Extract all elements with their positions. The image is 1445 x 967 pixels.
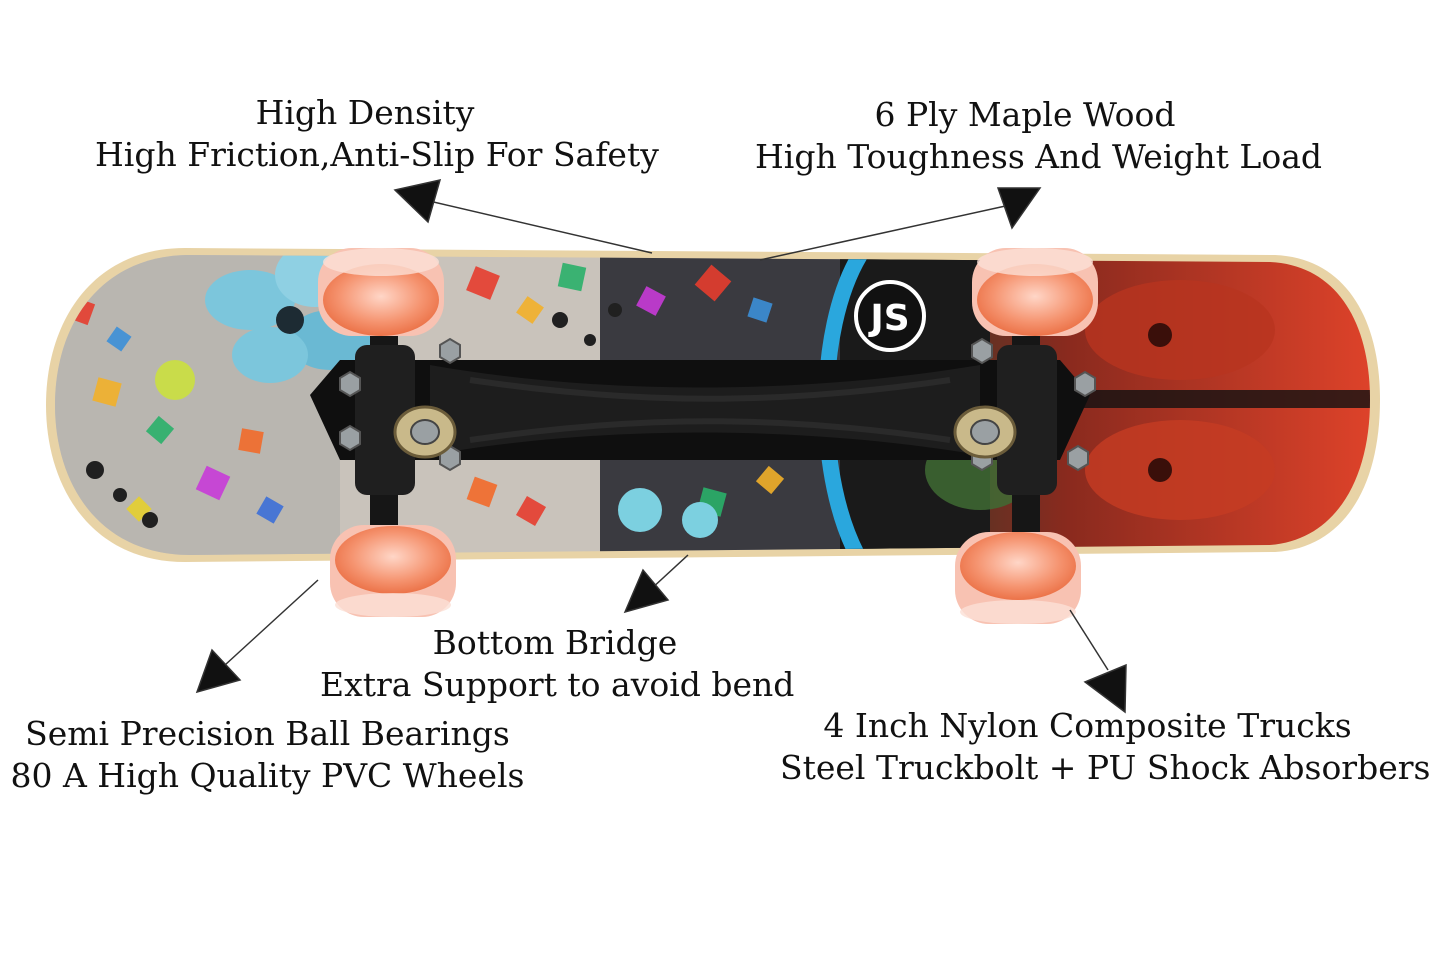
callout-bearings: Semi Precision Ball Bearings 80 A High Q… — [10, 713, 525, 797]
triangle-arrowhead-icon — [623, 568, 670, 614]
callout-density-line2: High Friction,Anti-Slip For Safety — [95, 135, 659, 174]
callout-bridge: Bottom Bridge Extra Support to avoid ben… — [320, 622, 795, 706]
right-truck — [997, 290, 1057, 550]
triangle-arrowhead-icon — [393, 178, 442, 224]
callout-maple-line2: High Toughness And Weight Load — [755, 137, 1323, 176]
callout-density: High Density High Friction,Anti-Slip For… — [95, 92, 659, 176]
triangle-arrowhead-icon — [1083, 663, 1127, 714]
left-truck — [355, 290, 415, 550]
callout-trucks-line1: 4 Inch Nylon Composite Trucks — [823, 706, 1352, 745]
callout-density-line1: High Density — [255, 93, 475, 132]
triangle-arrowhead-icon — [195, 648, 242, 694]
kingpin-bolt-right — [953, 405, 1017, 459]
callout-trucks-line2: Steel Truckbolt + PU Shock Absorbers — [780, 748, 1431, 787]
arrow-line-bearings — [224, 579, 319, 666]
callout-maple-line1: 6 Ply Maple Wood — [874, 95, 1176, 134]
wheel-bottom-right — [955, 532, 1081, 624]
arrow-line-bridge — [649, 554, 689, 591]
kingpin-bolt-left — [393, 405, 457, 459]
brand-logo-text: JS — [867, 298, 909, 339]
wheel-top-left — [318, 248, 444, 336]
wheel-icon — [318, 248, 1098, 624]
arrow-line-density — [424, 199, 653, 254]
callout-bridge-line1: Bottom Bridge — [432, 623, 678, 662]
bottom-bridge — [310, 360, 1090, 460]
brand-logo: JS — [854, 280, 926, 352]
callout-bridge-line2: Extra Support to avoid bend — [320, 665, 795, 704]
arrow-line-trucks — [1069, 609, 1109, 671]
callout-maple: 6 Ply Maple Wood High Toughness And Weig… — [755, 94, 1323, 178]
callout-bearings-line2: 80 A High Quality PVC Wheels — [10, 756, 525, 795]
flower-graphic — [205, 255, 372, 383]
callout-bearings-line1: Semi Precision Ball Bearings — [25, 714, 510, 753]
arrow-line-maple — [759, 204, 1011, 261]
callout-arrows — [195, 178, 1127, 714]
triangle-arrowhead-icon — [996, 187, 1042, 230]
callout-trucks: 4 Inch Nylon Composite Trucks Steel Truc… — [780, 705, 1431, 789]
wheel-bottom-left — [330, 525, 456, 617]
wheel-top-right — [972, 248, 1098, 336]
